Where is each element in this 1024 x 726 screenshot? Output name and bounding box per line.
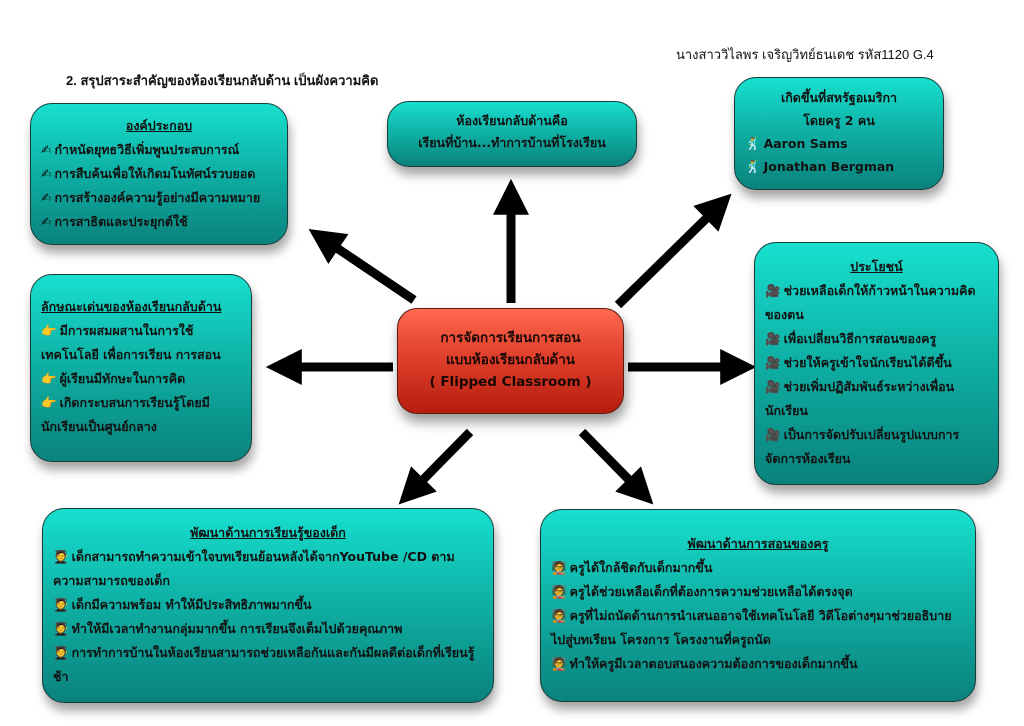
central-line-3: ( Flipped Classroom ) bbox=[429, 374, 592, 390]
writing-hand-icon: ✍ bbox=[41, 166, 52, 181]
pointing-hand-icon: 👉 bbox=[41, 371, 57, 386]
list-item: ✍การสืบค้นเพื่อให้เกิดมโนทัศน์รวบยอด bbox=[41, 166, 256, 181]
benefits-title: ประโยชน์ bbox=[850, 259, 903, 274]
origin-line-2: โดยครู 2 คน bbox=[803, 113, 875, 128]
list-item: 👉มีการผสมผสานในการใช้เทคโนโลยี เพื่อการเ… bbox=[41, 323, 221, 362]
movie-camera-icon: 🎥 bbox=[765, 283, 781, 298]
teacher-icon: 🧑‍🏫 bbox=[551, 560, 567, 575]
movie-camera-icon: 🎥 bbox=[765, 355, 781, 370]
central-node: การจัดการเรียนการสอน แบบห้องเรียนกลับด้า… bbox=[397, 308, 624, 414]
central-line-1: การจัดการเรียนการสอน bbox=[440, 330, 581, 346]
list-item: 🧑‍🏫ครูได้ใกล้ชิดกับเด็กมากขึ้น bbox=[551, 560, 713, 575]
teacher-icon: 🧑‍🏫 bbox=[551, 656, 567, 671]
author-line: นางสาววิไลพร เจริญวิทย์ธนเดช รหัส1120 G.… bbox=[676, 47, 934, 62]
teacher-icon: 🧑‍🏫 bbox=[551, 584, 567, 599]
list-item: 🎥เป็นการจัดปรับเปลี่ยนรูปแบบการจัดการห้อ… bbox=[765, 427, 960, 466]
movie-camera-icon: 🎥 bbox=[765, 427, 781, 442]
page-heading: 2. สรุปสาระสำคัญของห้องเรียนกลับด้าน เป็… bbox=[66, 73, 379, 88]
teacher-development-title: พัฒนาด้านการสอนของครู bbox=[687, 536, 829, 551]
node-definition: ห้องเรียนกลับด้านคือ เรียนที่บ้าน...ทำกา… bbox=[387, 101, 637, 167]
list-item: 🎥ช่วยให้ครูเข้าใจนักเรียนได้ดีขึ้น bbox=[765, 355, 952, 370]
node-teacher-development: พัฒนาด้านการสอนของครู 🧑‍🏫ครูได้ใกล้ชิดกั… bbox=[540, 509, 976, 702]
list-item: 👉เกิดกระบสนการเรียนรู้โดยมีนักเรียนเป็นศ… bbox=[41, 395, 210, 434]
list-item: 🧑‍🎓เด็กสามารถทำความเข้าใจบทเรียนย้อนหลัง… bbox=[53, 549, 455, 588]
components-title: องค์ประกอบ bbox=[125, 118, 193, 133]
student-icon: 🧑‍🎓 bbox=[53, 621, 69, 636]
dancer-icon: 🕺 bbox=[745, 159, 761, 174]
writing-hand-icon: ✍ bbox=[41, 190, 52, 205]
list-item: 🎥ช่วยเหลือเด็กให้ก้าวหน้าในความคิดของตน bbox=[765, 283, 976, 322]
list-item: 🎥เพื่อเปลี่ยนวิธีการสอนของครู bbox=[765, 331, 937, 346]
person-item: 🕺Jonathan Bergman bbox=[745, 159, 895, 174]
list-item: 👉ผู้เรียนมีทักษะในการคิด bbox=[41, 371, 186, 386]
dancer-icon: 🕺 bbox=[745, 136, 761, 151]
node-student-learning: พัฒนาด้านการเรียนรู้ของเด็ก 🧑‍🎓เด็กสามาร… bbox=[42, 508, 494, 703]
list-item: ✍การสาธิตและประยุกต์ใช้ bbox=[41, 214, 188, 229]
movie-camera-icon: 🎥 bbox=[765, 331, 781, 346]
arrow-to-teacher-development bbox=[578, 428, 654, 505]
writing-hand-icon: ✍ bbox=[41, 142, 52, 157]
student-learning-title: พัฒนาด้านการเรียนรู้ของเด็ก bbox=[190, 525, 346, 540]
features-title: ลักษณะเด่นของห้องเรียนกลับด้าน bbox=[41, 299, 222, 314]
arrow-to-components bbox=[308, 228, 417, 304]
movie-camera-icon: 🎥 bbox=[765, 379, 781, 394]
node-benefits: ประโยชน์ 🎥ช่วยเหลือเด็กให้ก้าวหน้าในความ… bbox=[754, 242, 999, 485]
list-item: 🧑‍🎓การทำการบ้านในห้องเรียนสามารถช่วยเหลื… bbox=[53, 645, 475, 684]
student-icon: 🧑‍🎓 bbox=[53, 645, 69, 660]
pointing-hand-icon: 👉 bbox=[41, 395, 57, 410]
arrow-to-origin bbox=[614, 193, 732, 309]
list-item: 🧑‍🏫ครูที่ไม่ถนัดด้านการนำเสนออาจใช้เทคโน… bbox=[551, 608, 952, 647]
student-icon: 🧑‍🎓 bbox=[53, 597, 69, 612]
arrow-to-student-learning bbox=[398, 428, 474, 505]
person-item: 🕺Aaron Sams bbox=[745, 136, 848, 151]
pointing-hand-icon: 👉 bbox=[41, 323, 57, 338]
node-features: ลักษณะเด่นของห้องเรียนกลับด้าน 👉มีการผสม… bbox=[30, 274, 252, 462]
list-item: ✍การสร้างองค์ความรู้อย่างมีความหมาย bbox=[41, 190, 261, 205]
list-item: 🧑‍🎓ทำให้มีเวลาทำงานกลุ่มมากขึ้น การเรียน… bbox=[53, 621, 403, 636]
writing-hand-icon: ✍ bbox=[41, 214, 52, 229]
teacher-icon: 🧑‍🏫 bbox=[551, 608, 567, 623]
definition-line-2: เรียนที่บ้าน...ทำการบ้านที่โรงเรียน bbox=[418, 135, 606, 150]
list-item: 🧑‍🏫ครูได้ช่วยเหลือเด็กที่ต้องการความช่วย… bbox=[551, 584, 853, 599]
node-components: องค์ประกอบ ✍กำหนัดยุทธวิธีเพิ่มพูนประสบก… bbox=[30, 103, 288, 245]
node-origin: เกิดขึ้นที่สหรัฐอเมริกา โดยครู 2 คน 🕺Aar… bbox=[734, 77, 944, 190]
list-item: ✍กำหนัดยุทธวิธีเพิ่มพูนประสบการณ์ bbox=[41, 142, 240, 157]
list-item: 🎥ช่วยเพิ่มปฏิสัมพันธ์ระหว่างเพื่อนนักเรี… bbox=[765, 379, 955, 418]
definition-line-1: ห้องเรียนกลับด้านคือ bbox=[456, 113, 568, 128]
origin-line-1: เกิดขึ้นที่สหรัฐอเมริกา bbox=[780, 90, 898, 105]
student-icon: 🧑‍🎓 bbox=[53, 549, 69, 564]
central-line-2: แบบห้องเรียนกลับด้าน bbox=[445, 352, 576, 368]
list-item: 🧑‍🏫ทำให้ครูมีเวลาตอบสนองความต้องการของเด… bbox=[551, 656, 858, 671]
list-item: 🧑‍🎓เด็กมีความพร้อม ทำให้มีประสิทธิภาพมาก… bbox=[53, 597, 312, 612]
